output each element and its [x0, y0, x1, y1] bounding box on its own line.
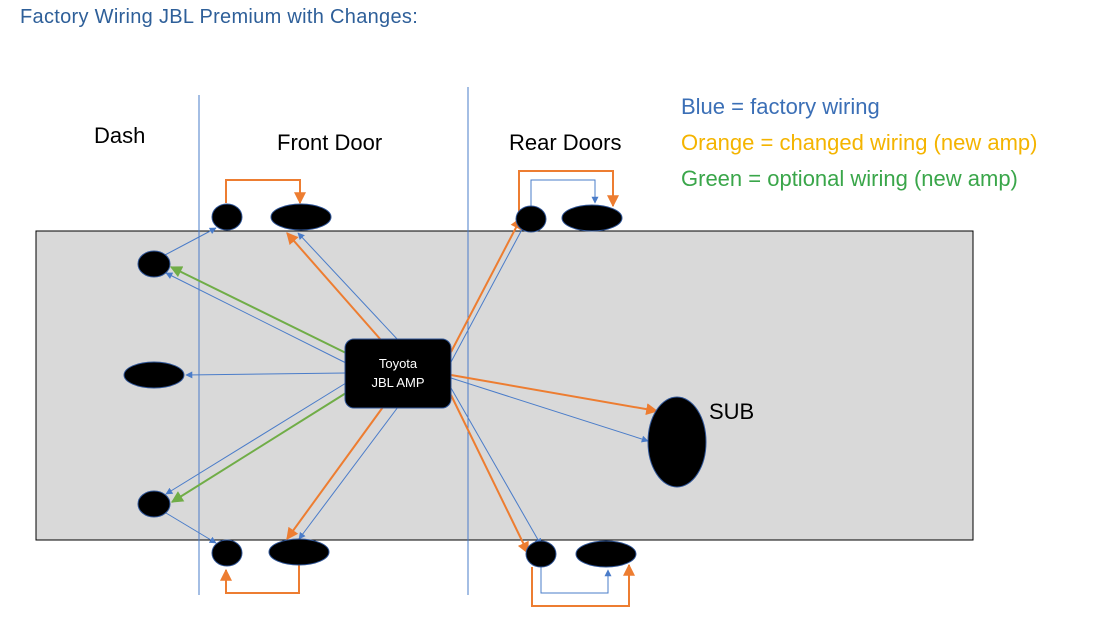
- orange-bridge-front-top: [225, 179, 306, 205]
- speaker-front-bottom-tweeter: [211, 539, 243, 567]
- blue-amp-to-dash-center: [185, 371, 347, 379]
- blue-bridge-rear-bottom: [540, 567, 612, 594]
- blue-dash-top-to-front-top: [164, 227, 217, 256]
- speaker-front-top-woofer: [270, 203, 332, 231]
- blue-amp-to-front-bottom: [298, 406, 399, 540]
- orange-amp-to-sub: [450, 374, 659, 416]
- section-label-rear-doors: Rear Doors: [509, 130, 621, 155]
- speaker-front-top-tweeter: [211, 203, 243, 231]
- legend-factory: Blue = factory wiring: [681, 94, 880, 119]
- amp-label-line1: Toyota: [379, 356, 418, 371]
- sub-label: SUB: [709, 399, 754, 424]
- blue-dash-bottom-to-front-bottom: [165, 512, 217, 544]
- page-title: Factory Wiring JBL Premium with Changes:: [20, 6, 419, 28]
- section-label-front-door: Front Door: [277, 130, 382, 155]
- blue-amp-to-rear-bottom: [450, 387, 542, 546]
- amp-box: [344, 338, 452, 409]
- orange-bridge-front-bottom: [220, 565, 300, 594]
- blue-amp-to-dash-bottom: [165, 382, 347, 495]
- legend-optional: Green = optional wiring (new amp): [681, 166, 1018, 191]
- green-amp-to-dash-bottom: [170, 392, 347, 503]
- speakers: [123, 203, 707, 568]
- orange-amp-to-front-top: [286, 232, 382, 341]
- green-amp-to-dash-top: [169, 266, 347, 354]
- blue-amp-to-rear-top: [450, 221, 527, 363]
- blue-amp-to-front-top: [297, 232, 399, 341]
- blue-amp-to-sub: [450, 377, 649, 443]
- speaker-sub: [647, 396, 707, 488]
- speaker-rear-bottom-tweeter: [525, 540, 557, 568]
- speaker-dash-center: [123, 361, 185, 389]
- blue-bridge-rear-top: [530, 179, 599, 206]
- orange-amp-to-rear-top: [450, 216, 522, 353]
- car-body: [35, 230, 974, 541]
- speaker-front-bottom-woofer: [268, 538, 330, 566]
- section-label-dash: Dash: [94, 123, 145, 148]
- wires: [164, 170, 659, 607]
- orange-amp-to-rear-bottom: [450, 394, 529, 555]
- orange-bridge-rear-bottom: [531, 563, 635, 607]
- legend-changed: Orange = changed wiring (new amp): [681, 130, 1037, 155]
- speaker-rear-top-tweeter: [515, 205, 547, 233]
- orange-amp-to-front-bottom: [286, 406, 384, 540]
- speaker-rear-bottom-woofer: [575, 540, 637, 568]
- speaker-dash-top: [137, 250, 171, 278]
- amp-label-line2: JBL AMP: [372, 375, 425, 390]
- speaker-dash-bottom: [137, 490, 171, 518]
- orange-bridge-rear-top: [518, 170, 619, 213]
- blue-amp-to-dash-top: [165, 272, 347, 364]
- speaker-rear-top-woofer: [561, 204, 623, 232]
